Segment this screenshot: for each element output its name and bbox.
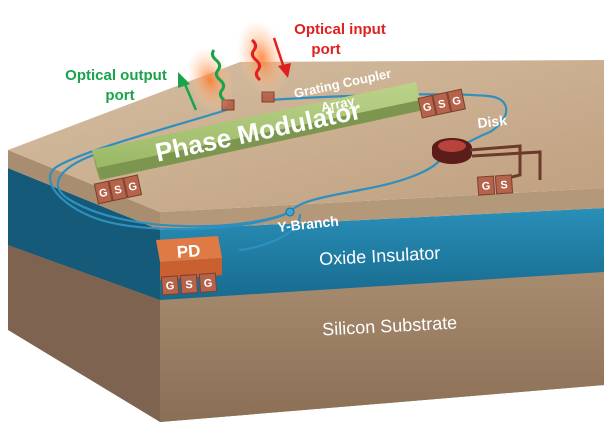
oxide-insulator-layer [8, 168, 604, 300]
pd-label: PD [176, 241, 201, 262]
pad-letter: S [437, 98, 447, 111]
pad-letter: S [185, 279, 193, 291]
optical-output-label-line-2: port [105, 87, 134, 104]
pad-letter: S [113, 184, 123, 197]
output-arrow-head [178, 72, 190, 88]
input-wave [250, 38, 262, 82]
modulator-left-pads: G S G [93, 174, 143, 205]
pad-letter: G [481, 180, 490, 193]
output-wave [210, 49, 226, 102]
photodetector: PD G S G [156, 236, 222, 296]
y-branch-label: Y-Branch [277, 213, 340, 235]
disk-label: Disk [477, 112, 508, 131]
pad-letter: G [127, 180, 138, 194]
modulator-right-pads: G S G [417, 88, 466, 119]
silicon-substrate-layer [8, 202, 604, 422]
waveguide-arm-upper [288, 158, 442, 214]
input-arrow-head [278, 63, 291, 78]
pad-letter: G [451, 95, 462, 109]
optical-input-label-line-1: Optical input [294, 21, 386, 38]
optical-output-beam [178, 47, 234, 113]
input-arrow-line [272, 37, 286, 69]
disk-resonator [432, 138, 542, 182]
pad-letter: G [422, 101, 433, 115]
grating-coupler-label-line-2: Array [320, 93, 357, 115]
y-branch-node [285, 207, 295, 217]
disk-pads: G S [476, 174, 514, 196]
waveguide-output [48, 106, 292, 231]
waveguide-pd [238, 213, 302, 252]
waveguide-arm-lower [56, 148, 292, 228]
waveguide-input [268, 93, 508, 134]
pad-letter: G [165, 280, 174, 293]
pad-letter: G [98, 187, 109, 201]
pad-letter: G [203, 277, 212, 290]
optical-output-label-line-1: Optical output [65, 67, 167, 84]
pad-letter: S [500, 179, 508, 191]
optical-input-label-line-2: port [311, 41, 340, 58]
output-arrow-line [182, 81, 198, 111]
optical-input-beam [236, 18, 291, 98]
